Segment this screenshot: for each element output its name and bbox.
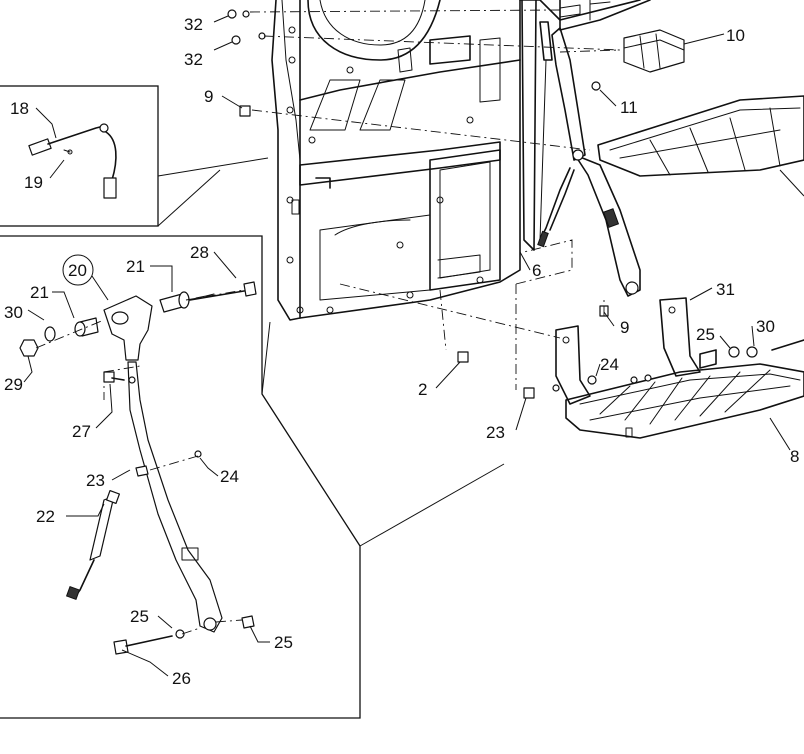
upper-linkage xyxy=(521,0,641,297)
callout-25-b: 25 xyxy=(274,633,293,652)
alignment-lines xyxy=(249,9,621,390)
callout-2: 2 xyxy=(418,380,427,399)
callout-30-b: 30 xyxy=(756,317,775,336)
callout-32-a: 32 xyxy=(184,15,203,34)
callout-11: 11 xyxy=(620,98,638,117)
callout-23-b: 23 xyxy=(486,423,505,442)
callout-6: 6 xyxy=(532,261,541,280)
part-10-cover xyxy=(623,29,685,73)
callout-27: 27 xyxy=(72,422,91,441)
linkage-detail-inset xyxy=(0,235,505,719)
callout-26: 26 xyxy=(172,669,191,688)
callout-31: 31 xyxy=(716,280,735,299)
callout-25-a: 25 xyxy=(130,607,149,626)
callout-29: 29 xyxy=(4,375,23,394)
callout-8: 8 xyxy=(790,447,799,466)
callout-22: 22 xyxy=(36,507,55,526)
callout-19: 19 xyxy=(24,173,43,192)
callout-20: 20 xyxy=(68,261,87,280)
callout-18: 18 xyxy=(10,99,29,118)
callout-21-a: 21 xyxy=(126,257,145,276)
lower-step-assembly xyxy=(555,297,804,451)
callout-24-b: 24 xyxy=(600,355,619,374)
upper-step xyxy=(597,95,804,197)
callout-23-a: 23 xyxy=(86,471,105,490)
callout-30-a: 30 xyxy=(4,303,23,322)
callout-32-b: 32 xyxy=(184,50,203,69)
callout-25-c: 25 xyxy=(696,325,715,344)
callout-20-circle xyxy=(62,254,94,286)
callout-9-a: 9 xyxy=(204,87,213,106)
leader-lines xyxy=(23,15,755,677)
callout-9-b: 9 xyxy=(620,318,629,337)
callout-labels: 32 32 9 10 11 18 19 20 21 28 21 30 29 27… xyxy=(4,15,799,688)
callout-28: 28 xyxy=(190,243,209,262)
hardware-main xyxy=(227,9,804,399)
callout-21-b: 21 xyxy=(30,283,49,302)
callout-24-a: 24 xyxy=(220,467,239,486)
cab-side-panel xyxy=(271,0,651,321)
harness-inset xyxy=(0,85,269,227)
callout-10: 10 xyxy=(726,26,745,45)
